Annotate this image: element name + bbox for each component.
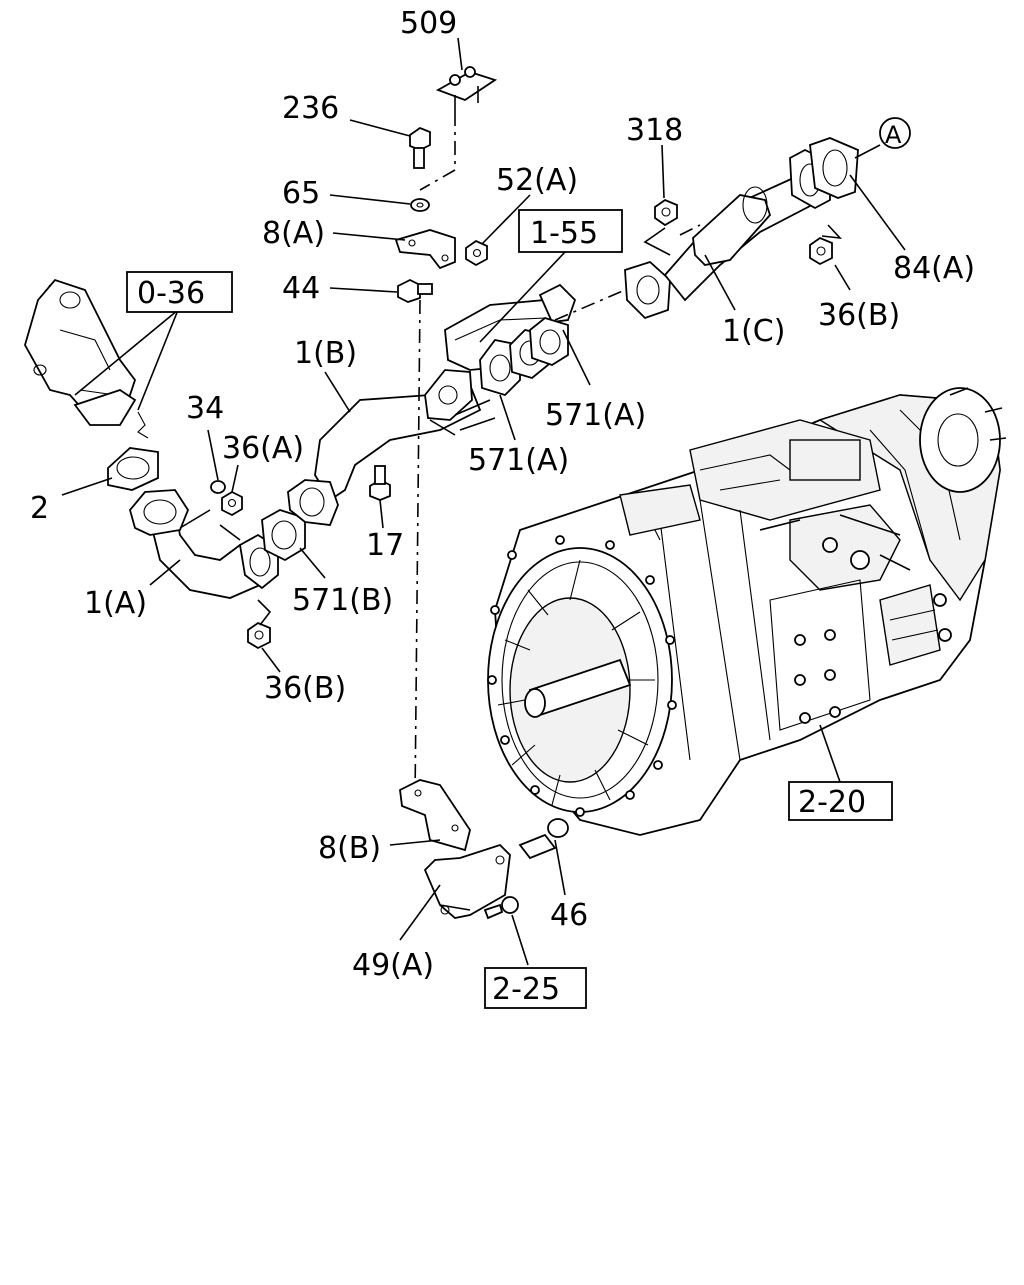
- callout-49a: 49(A): [352, 948, 434, 983]
- callout-318: 318: [626, 113, 683, 148]
- callout-1b: 1(B): [294, 336, 357, 371]
- callout-1a: 1(A): [84, 586, 147, 621]
- circle-ref-a-label: A: [885, 121, 902, 149]
- callout-65: 65: [282, 176, 320, 211]
- leader-lines: [61, 37, 906, 966]
- ref-1-55-label: 1-55: [530, 216, 598, 251]
- circle-ref-a[interactable]: A: [879, 117, 911, 149]
- callout-17: 17: [366, 528, 404, 563]
- callout-1c: 1(C): [722, 314, 785, 349]
- callout-52a: 52(A): [496, 163, 578, 198]
- front-exhaust-pipe-1a: [107, 447, 306, 650]
- ref-box-1-55[interactable]: 1-55: [518, 209, 623, 253]
- callout-571a-2: 571(A): [468, 443, 569, 478]
- ref-2-20-label: 2-20: [798, 785, 866, 820]
- callout-8b: 8(B): [318, 831, 381, 866]
- callout-44: 44: [282, 271, 320, 306]
- callout-36b-top: 36(B): [818, 298, 900, 333]
- exhaust-pipe-1c: [624, 137, 859, 320]
- callout-236: 236: [282, 91, 339, 126]
- callout-571a-1: 571(A): [545, 398, 646, 433]
- callout-36b-low: 36(B): [264, 671, 346, 706]
- callout-labels: 509 236 65 52(A) 318 84(A) 8(A) 44 1(B) …: [30, 6, 975, 983]
- exhaust-manifold: [24, 278, 149, 439]
- exhaust-brake-section: [444, 283, 577, 397]
- reference-boxes: 1-55 0-36 2-20 2-25 A: [126, 117, 911, 1009]
- ref-box-0-36[interactable]: 0-36: [126, 271, 233, 313]
- callout-84a: 84(A): [893, 251, 975, 286]
- exhaust-pipe-1b: [287, 369, 496, 526]
- callout-46: 46: [550, 898, 588, 933]
- callout-509: 509: [400, 6, 457, 41]
- callout-34: 34: [186, 391, 224, 426]
- callout-8a: 8(A): [262, 216, 325, 251]
- ref-0-36-label: 0-36: [137, 276, 205, 311]
- transmission-assembly: [487, 387, 1007, 836]
- bracket-hardware: [369, 66, 701, 920]
- callout-571b: 571(B): [292, 583, 393, 618]
- callout-36a: 36(A): [222, 431, 304, 466]
- ref-box-2-20[interactable]: 2-20: [788, 781, 893, 821]
- callout-2: 2: [30, 491, 49, 526]
- ref-2-25-label: 2-25: [492, 972, 560, 1007]
- ref-box-2-25[interactable]: 2-25: [484, 967, 587, 1009]
